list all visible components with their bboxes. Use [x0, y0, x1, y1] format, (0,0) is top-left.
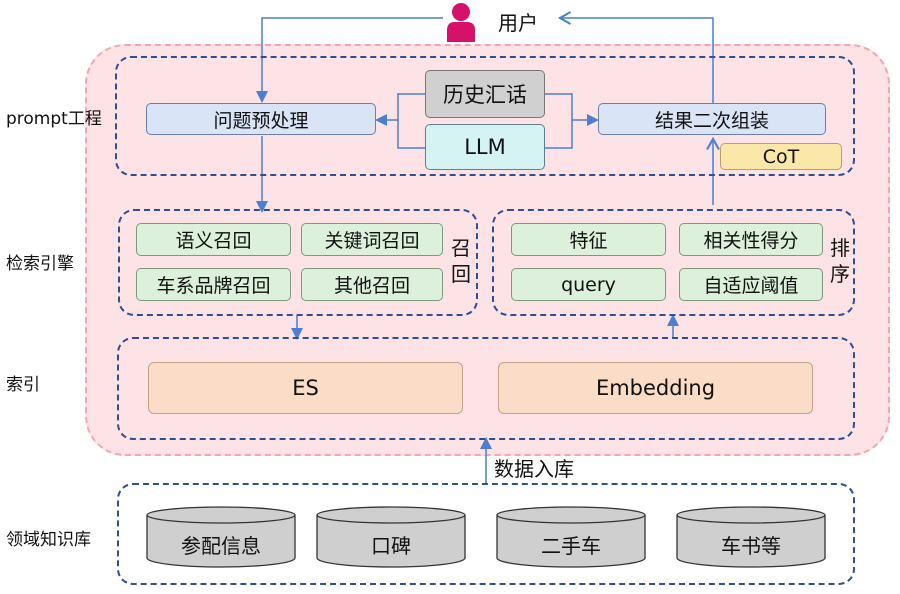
ingest-label: 数据入库: [494, 457, 574, 481]
bracket-to-assemble: [545, 93, 573, 149]
kb-item-reviews: 口碑: [371, 534, 411, 558]
preprocess-box: 问题预处理: [146, 103, 376, 135]
kb-cylinder: 口碑: [316, 506, 466, 568]
ranking-label-char-1: 排: [830, 236, 850, 260]
kb-cylinder: 参配信息: [146, 506, 296, 568]
kb-item-used-car: 二手车: [541, 534, 601, 558]
ranking-item-relevance: 相关性得分: [679, 223, 823, 256]
kb-item-config: 参配信息: [181, 534, 261, 558]
label-index: 索引: [6, 375, 40, 395]
user-label: 用户: [498, 11, 538, 35]
recall-item-other: 其他召回: [301, 268, 443, 301]
knowledge-base-section: [117, 483, 855, 585]
bracket-to-preprocess: [397, 93, 425, 149]
recall-section: [118, 209, 478, 316]
es-box: ES: [148, 362, 463, 414]
ranking-label-char-2: 序: [830, 262, 850, 286]
recall-item-semantic: 语义召回: [136, 223, 291, 256]
user-icon: [444, 0, 478, 42]
kb-cylinder: 二手车: [496, 506, 646, 568]
label-search-engine: 检索引擎: [6, 254, 74, 274]
ranking-label: 排 序: [828, 235, 852, 287]
arrow-user-to-preprocess: [256, 17, 443, 103]
history-box: 历史汇话: [425, 70, 545, 118]
recall-item-brand: 车系品牌召回: [136, 268, 291, 301]
embedding-box: Embedding: [498, 362, 813, 414]
cot-box: CoT: [720, 143, 842, 170]
assemble-box: 结果二次组装: [598, 103, 826, 135]
label-prompt-engineering: prompt工程: [6, 109, 102, 129]
llm-box: LLM: [425, 124, 545, 170]
recall-label-char-1: 召: [451, 236, 471, 260]
kb-item-car-books: 车书等: [721, 534, 781, 558]
recall-label-char-2: 回: [451, 262, 471, 286]
recall-item-keyword: 关键词召回: [301, 223, 443, 256]
ranking-item-feature: 特征: [511, 223, 666, 256]
ranking-item-query: query: [511, 268, 666, 301]
ranking-item-threshold: 自适应阈值: [679, 268, 823, 301]
prompt-section: [115, 56, 855, 176]
arrow-assemble-to-user: [557, 11, 714, 103]
ranking-section: [492, 209, 855, 316]
index-section: [117, 337, 855, 440]
kb-cylinder: 车书等: [676, 506, 826, 568]
recall-label: 召 回: [449, 235, 473, 287]
label-domain-knowledge: 领域知识库: [6, 530, 91, 550]
